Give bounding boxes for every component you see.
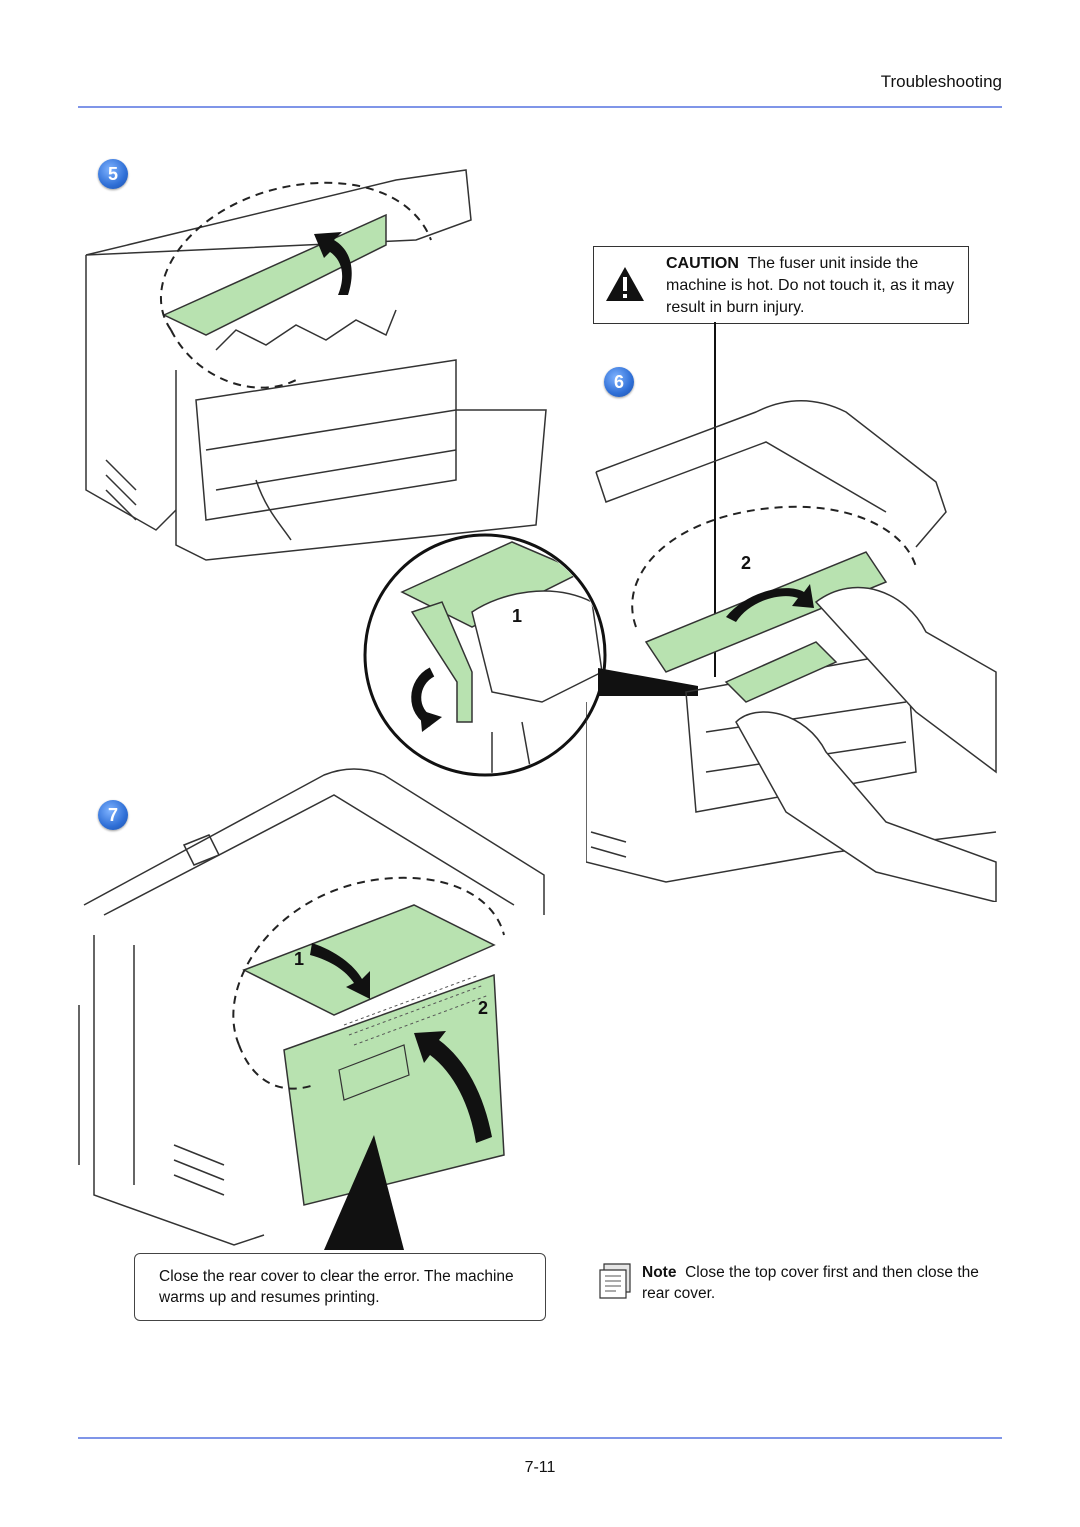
instruction-callout-box: Close the rear cover to clear the error.…	[134, 1253, 546, 1321]
step6-callout-2: 2	[741, 553, 752, 573]
step-7-badge: 7	[98, 800, 128, 830]
page-number: 7-11	[524, 1459, 556, 1476]
illustration-inset-release-lever	[363, 533, 607, 777]
caution-message: The fuser unit inside the machine is hot…	[666, 255, 955, 316]
note-label: Note	[642, 1264, 677, 1281]
step-6-badge: 6	[604, 367, 634, 397]
header-rule	[78, 106, 1002, 108]
caution-text: CAUTION The fuser unit inside the machin…	[666, 253, 958, 319]
caution-box: CAUTION The fuser unit inside the machin…	[593, 246, 969, 324]
illustration-step7-close-covers	[78, 768, 545, 1250]
illustration-step6-remove-paper	[586, 400, 997, 902]
step-5-badge: 5	[98, 159, 128, 189]
section-title: Troubleshooting	[880, 72, 1002, 91]
note-text: Note Close the top cover first and then …	[642, 1262, 1002, 1304]
notepad-icon	[599, 1263, 631, 1299]
inset-callout-1: 1	[512, 606, 523, 626]
caution-label: CAUTION	[666, 255, 739, 272]
inset-pointer-wedge	[598, 668, 698, 696]
illustration-step5-open-fuser-cover	[85, 169, 547, 561]
warning-triangle-icon	[606, 267, 644, 301]
step7-callout-1: 1	[294, 949, 305, 969]
step7-callout-2: 2	[478, 998, 489, 1018]
instruction-callout-text: Close the rear cover to clear the error.…	[159, 1268, 514, 1306]
note-message: Close the top cover first and then close…	[642, 1264, 979, 1302]
footer-rule	[78, 1437, 1002, 1439]
